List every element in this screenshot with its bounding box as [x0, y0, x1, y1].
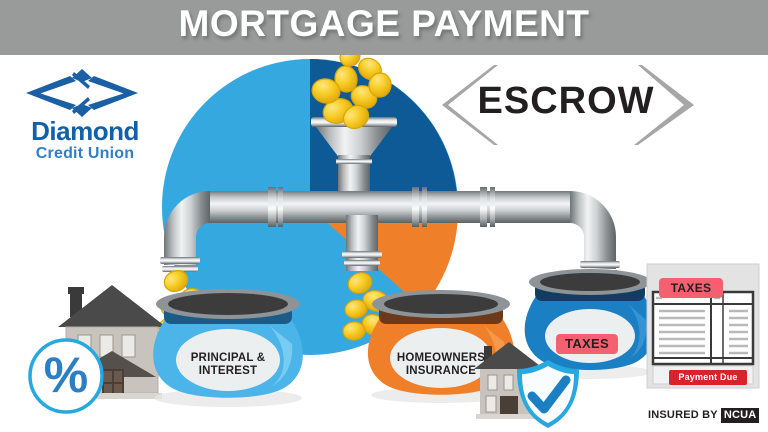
brand-subtitle: Credit Union — [35, 145, 135, 162]
document-header-badge: TAXES — [659, 278, 723, 298]
brand-name: Diamond — [31, 116, 139, 146]
payment-due-badge: Payment Due — [669, 370, 747, 385]
diamond-outline-icon — [26, 69, 138, 117]
check-icon — [527, 375, 571, 414]
ncua-badge: NCUA — [720, 407, 760, 423]
insured-by-label: INSURED BY — [648, 409, 718, 421]
percent-symbol: % — [44, 347, 88, 403]
pot-label-homeowners-insurance: HOMEOWNERS INSURANCE — [396, 352, 486, 377]
header-band — [0, 0, 768, 55]
percent-rate-badge: % — [28, 338, 104, 414]
page-title: MORTGAGE PAYMENT — [178, 3, 590, 44]
brand-logo: Diamond Credit Union — [14, 66, 154, 171]
pipe-horizontal — [210, 187, 570, 227]
pipe-outlet-left — [160, 191, 210, 272]
escrow-label: ESCROW — [477, 80, 655, 122]
ncua-insured-notice: INSURED BY NCUA — [648, 407, 760, 423]
pot-label-taxes: TAXES — [556, 334, 618, 354]
pot-principal-interest — [153, 289, 303, 407]
tax-document — [646, 263, 760, 389]
pipe-outlet-center — [342, 215, 382, 271]
pot-label-principal-interest: PRINCIPAL & INTEREST — [190, 352, 266, 377]
shield-check-icon — [517, 360, 579, 428]
escrow-badge: ESCROW — [432, 62, 700, 148]
coin-stream-inlet — [311, 55, 392, 130]
